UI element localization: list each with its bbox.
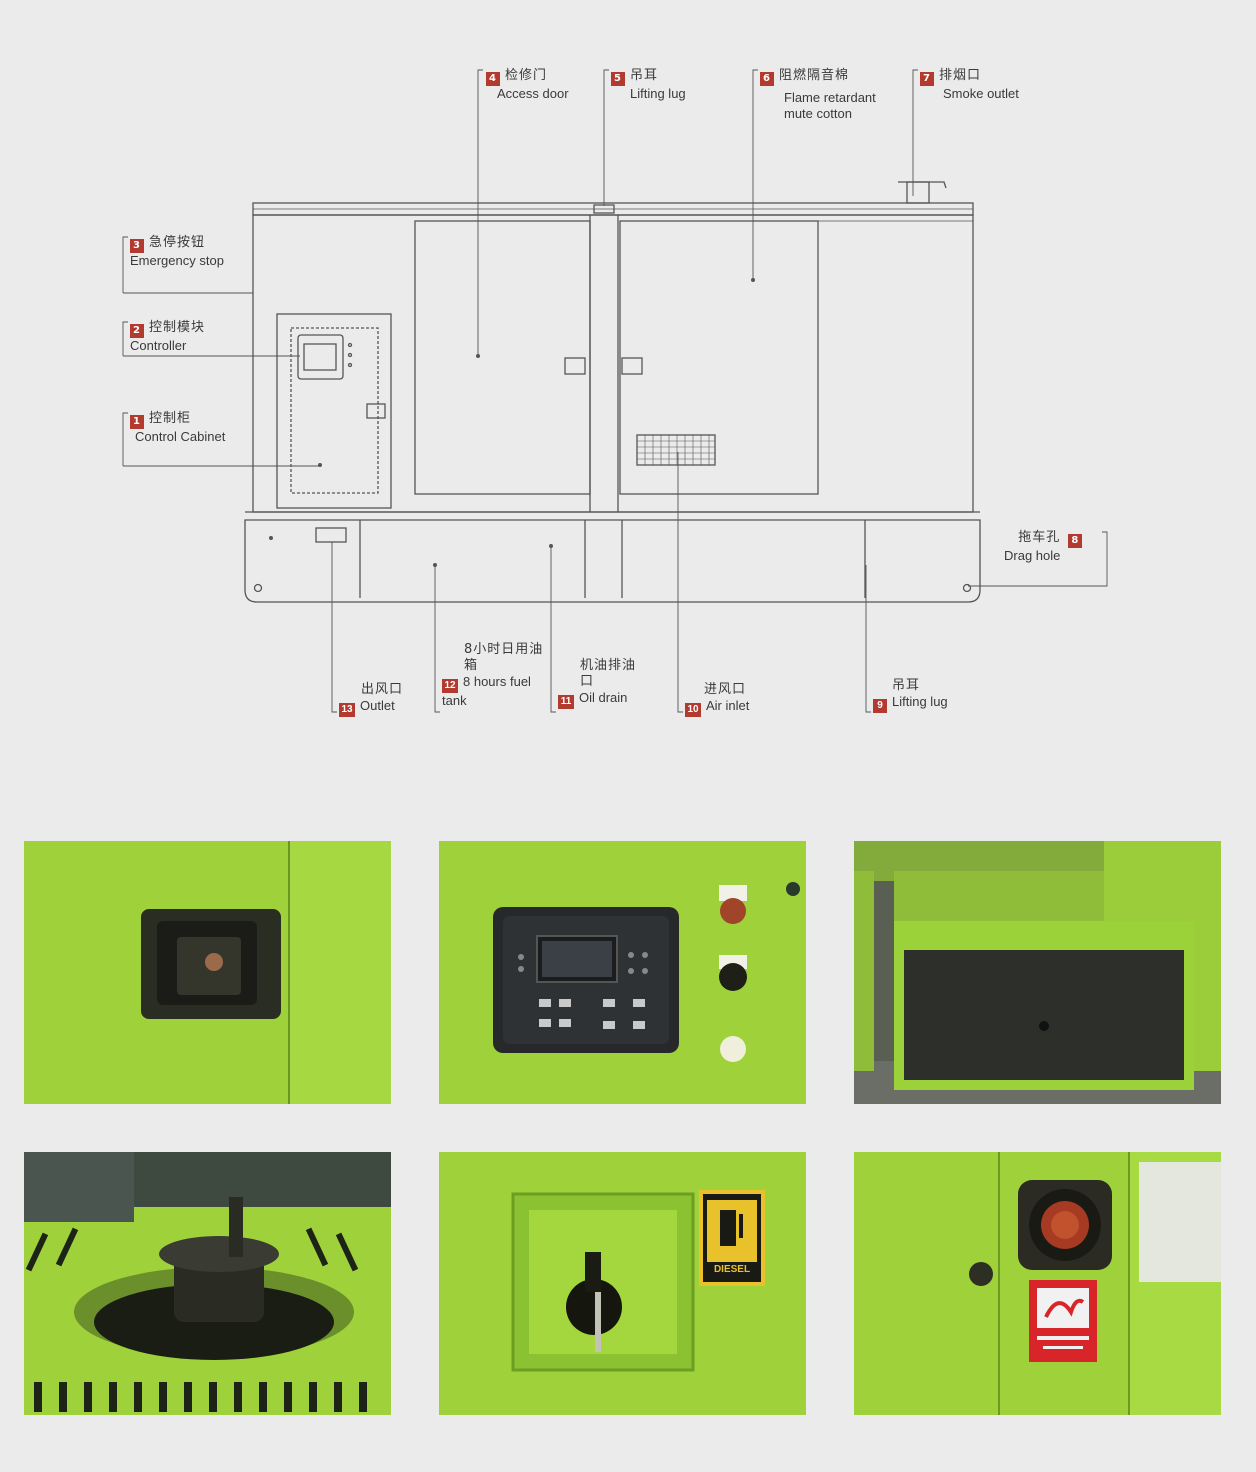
fuel-cap-icon — [566, 1279, 622, 1335]
canopy-body — [252, 214, 974, 513]
base-tank-shape — [244, 519, 981, 603]
access-door-right — [619, 220, 819, 495]
controller-shape — [297, 334, 344, 380]
photo-enclosure-interior — [854, 841, 1221, 1104]
generator-diagram — [122, 69, 1108, 713]
callout-drag-hole: 拖车孔 8 Drag hole — [1004, 530, 1083, 564]
photo-diesel-fill: DIESEL — [439, 1152, 806, 1415]
access-door-left — [414, 220, 591, 495]
photo-controller-panel — [439, 841, 806, 1104]
air-inlet-shape — [636, 434, 716, 466]
photo-fuel-cap-grille — [24, 1152, 391, 1415]
smoke-outlet-shape — [906, 181, 930, 204]
emergency-stop-icon — [720, 898, 746, 924]
control-cabinet-shape — [276, 313, 392, 509]
tank-box-icon — [894, 940, 1194, 1090]
diesel-sign-label: DIESEL — [713, 1264, 751, 1275]
photo-emergency-stop — [854, 1152, 1221, 1415]
photo-door-lock — [24, 841, 391, 1104]
